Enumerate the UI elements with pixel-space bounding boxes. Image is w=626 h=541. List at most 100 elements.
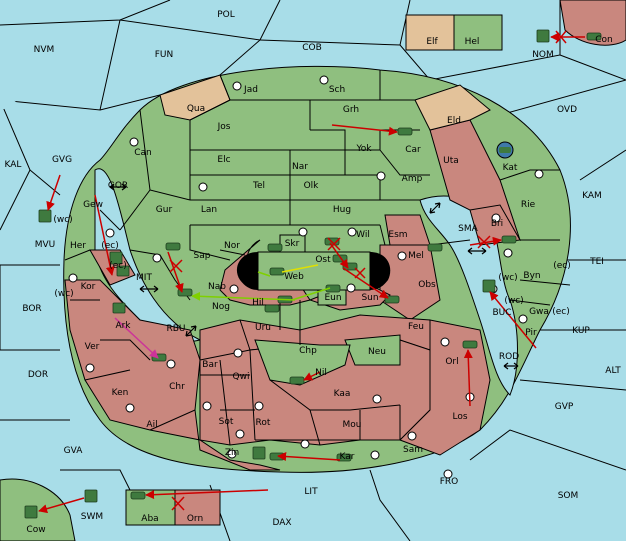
territory-label-nab: Nab (208, 282, 226, 292)
cancel-marks (169, 30, 567, 511)
army-unit (177, 288, 193, 297)
army-unit (252, 446, 266, 460)
territory-label-sot: Sot (219, 417, 234, 427)
territory-label-kat: Kat (503, 163, 518, 173)
territory-label-hug: Hug (333, 205, 351, 215)
support-order (257, 271, 271, 277)
army-unit (109, 251, 123, 265)
territory-label-web: Web (284, 272, 304, 282)
territory-label-nor: Nor (224, 241, 240, 251)
territory-label-cob: COB (302, 43, 322, 53)
territory-label-nil: Nil (315, 368, 327, 378)
territory-label-kup: KUP (572, 326, 590, 336)
territory-label-orn: Orn (187, 514, 203, 524)
territory-label-lit: LIT (304, 487, 318, 497)
territory-label-dor: DOR (28, 370, 48, 380)
territory-label-sap: Sap (194, 251, 211, 261)
territory-label-swm: SWM (81, 512, 103, 522)
army-unit (397, 127, 413, 136)
territory-label-orl: Orl (445, 357, 458, 367)
support-order (191, 291, 296, 301)
territory-label-mvu: MVU (35, 240, 56, 250)
territory-label-rie: Rie (521, 200, 536, 210)
territory-label-som: SOM (558, 491, 579, 501)
territory-label-gva: GVA (64, 446, 84, 456)
territory-label-sun: Sun (361, 293, 378, 303)
territory-label-kal: KAL (5, 160, 22, 170)
territory-label-ark: Ark (115, 321, 131, 331)
territory-label-rot: Rot (256, 418, 271, 428)
support-order (281, 264, 319, 273)
territory-label-gur: Gur (156, 205, 173, 215)
territory-label-tel: Tel (252, 181, 265, 191)
territory-label-fro: FRO (440, 477, 459, 487)
coast-label: (ec) (109, 261, 127, 271)
territory-label-car: Car (405, 145, 421, 155)
territory-label-tei: TEI (589, 257, 604, 267)
territory-label-lan: Lan (201, 205, 217, 215)
territory-label-mou: Mou (343, 420, 362, 430)
territory-label-wil: Wil (356, 230, 370, 240)
support-order (291, 287, 331, 301)
territory-label-esm: Esm (388, 230, 407, 240)
army-unit (269, 267, 285, 276)
territory-label-jad: Jad (243, 85, 258, 95)
army-unit (267, 243, 283, 252)
coast-label: (ec) (553, 261, 571, 271)
territory-label-qwi: Qwi (233, 372, 250, 382)
territory-label-sch: Sch (329, 85, 345, 95)
coast-label: (wc) (498, 273, 517, 283)
territory-label-can: Can (134, 148, 152, 158)
territory-label-alt: ALT (605, 366, 621, 376)
territory-label-jos: Jos (217, 122, 231, 132)
territory-label-mit: MIT (136, 273, 152, 283)
support-order (114, 317, 159, 359)
territory-label-pol: POL (217, 10, 235, 20)
territory-label-gew: Gew (83, 200, 103, 210)
territory-label-dax: DAX (272, 518, 291, 528)
move-orders (38, 32, 585, 514)
territory-label-bri: Bri (491, 219, 503, 229)
adjacency-arrows (109, 183, 519, 370)
territory-label-nom: NOM (532, 50, 554, 60)
territory-label-feu: Feu (408, 322, 424, 332)
army-unit (264, 304, 280, 313)
territory-label-con: Con (595, 35, 613, 45)
coast-label: (ec) (552, 307, 570, 317)
territory-label-chp: Chp (299, 346, 317, 356)
fleet-unit (499, 147, 511, 153)
army-unit (116, 265, 130, 277)
coast-label: (ec) (101, 241, 119, 251)
inner-sea-west (94, 168, 202, 343)
territory-label-kaa: Kaa (334, 389, 351, 399)
territory-label-qua: Qua (187, 104, 205, 114)
army-unit (336, 453, 352, 462)
army-unit (501, 235, 517, 244)
supply-centers (68, 75, 544, 479)
territory-label-cow: Cow (26, 525, 45, 535)
territory-label-hil: Hil (252, 298, 264, 308)
territory-label-ost: Ost (315, 255, 331, 265)
coast-label: (wc) (54, 289, 73, 299)
territory-borders (64, 70, 571, 446)
territory-label-grh: Grh (343, 105, 359, 115)
territory-label-bor: BOR (22, 304, 41, 314)
army-unit (112, 302, 126, 314)
army-unit (462, 340, 478, 349)
army-unit (165, 242, 181, 251)
territory-label-rod: ROD (499, 352, 519, 362)
territory-label-chr: Chr (169, 382, 185, 392)
territory-label-elc: Elc (217, 155, 230, 165)
territory-label-kam: KAM (582, 191, 602, 201)
army-unit (130, 491, 146, 500)
territory-label-buc: BUC (492, 308, 511, 318)
territory-label-elf: Elf (426, 37, 438, 47)
green-boxes (0, 14, 503, 541)
territory-label-her: Her (70, 241, 86, 251)
army-unit (536, 29, 550, 43)
territory-label-nog: Nog (212, 302, 230, 312)
canal-west (236, 252, 258, 290)
